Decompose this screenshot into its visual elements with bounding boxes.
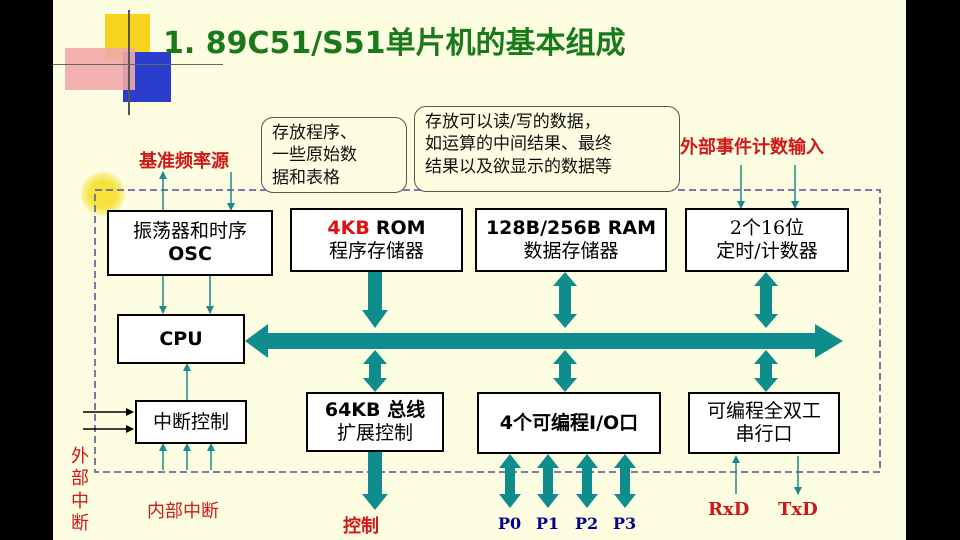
cpu-block: CPU	[117, 314, 245, 364]
port-arrow-p3	[614, 454, 636, 508]
ram-bus-arrow	[553, 272, 577, 328]
rom-callout-line-1: 存放程序、	[272, 123, 357, 143]
port-arrow-p0	[499, 454, 521, 508]
rom-type: ROM	[375, 217, 426, 240]
timer-block: 2个16位 定时/计数器	[685, 208, 849, 272]
interrupt-label: 中断控制	[152, 410, 229, 433]
ext-int-char-2: 部	[71, 468, 89, 490]
ram-callout-line-1: 存放可以读/写的数据，	[425, 112, 601, 132]
port-label-p2: P2	[575, 514, 599, 533]
cursor-highlight	[81, 172, 125, 216]
port-arrow-p2	[576, 454, 598, 508]
rxd-label: RxD	[708, 499, 750, 520]
ram-size: 128B/256B RAM	[485, 217, 657, 240]
port-label-p0: P0	[498, 514, 522, 533]
serial-line-2: 串行口	[735, 423, 793, 445]
control-label: 控制	[343, 516, 379, 537]
slide-title: 1. 89C51/S51单片机的基本组成	[163, 26, 626, 61]
clock-source-label: 基准频率源	[139, 151, 229, 172]
deco-horizontal-line	[53, 64, 223, 65]
chip-boundary	[94, 189, 881, 473]
internal-interrupt-label: 内部中断	[147, 501, 219, 522]
io-bus-arrow	[553, 350, 577, 392]
rom-callout-line-2: 一些原始数	[272, 145, 357, 166]
osc-label: 振荡器和时序	[132, 220, 247, 243]
osc-block: 振荡器和时序 OSC	[107, 210, 273, 276]
timer-line-1: 2个16位	[729, 217, 805, 240]
serial-bus-arrow	[754, 350, 778, 392]
external-interrupt-label: 外 部 中 断	[71, 446, 89, 535]
rom-callout: 存放程序、 一些原始数 据和表格	[261, 117, 407, 193]
ram-callout: 存放可以读/写的数据， 如运算的中间结果、最终 结果以及欲显示的数据等	[414, 106, 680, 192]
cpu-label: CPU	[159, 327, 203, 350]
txd-label: TxD	[778, 499, 818, 520]
ext-int-char-3: 中	[71, 490, 89, 512]
busext-bus-arrow	[363, 350, 387, 392]
rom-name: 程序存储器	[328, 240, 424, 262]
deco-pink-square	[65, 48, 135, 90]
ram-callout-line-2: 如运算的中间结果、最终	[425, 134, 612, 155]
timer-line-2: 定时/计数器	[716, 240, 818, 262]
rom-block: 4KB ROM 程序存储器	[290, 208, 463, 272]
serial-line-1: 可编程全双工	[706, 400, 821, 423]
bus-ext-block: 64KB 总线 扩展控制	[306, 392, 444, 452]
ext-int-char-1: 外	[71, 446, 89, 467]
rom-bus-arrow	[362, 272, 388, 328]
rom-callout-line-3: 据和表格	[272, 167, 340, 188]
io-label: 4个可编程I/O口	[499, 411, 639, 434]
port-label-p3: P3	[613, 514, 637, 533]
bus-ext-line-1: 64KB 总线	[324, 399, 426, 422]
osc-abbr: OSC	[168, 243, 212, 265]
rom-size: 4KB	[327, 217, 370, 240]
main-bus	[245, 324, 843, 358]
interrupt-block: 中断控制	[135, 400, 247, 444]
slide: 1. 89C51/S51单片机的基本组成	[53, 0, 906, 540]
ram-name: 数据存储器	[523, 240, 619, 262]
ram-block: 128B/256B RAM 数据存储器	[475, 208, 667, 272]
bus-ext-line-2: 扩展控制	[336, 422, 413, 444]
deco-vertical-line	[128, 10, 130, 115]
serial-block: 可编程全双工 串行口	[688, 392, 840, 454]
block-diagram	[83, 165, 881, 510]
control-arrow	[362, 452, 388, 510]
external-count-label: 外部事件计数输入	[680, 137, 824, 158]
timer-bus-arrow	[754, 272, 778, 328]
ram-callout-line-3: 结果以及欲显示的数据等	[425, 156, 612, 177]
io-block: 4个可编程I/O口	[477, 392, 661, 454]
port-label-p1: P1	[536, 514, 560, 533]
port-arrow-p1	[537, 454, 559, 508]
ext-int-char-4: 断	[71, 512, 89, 534]
